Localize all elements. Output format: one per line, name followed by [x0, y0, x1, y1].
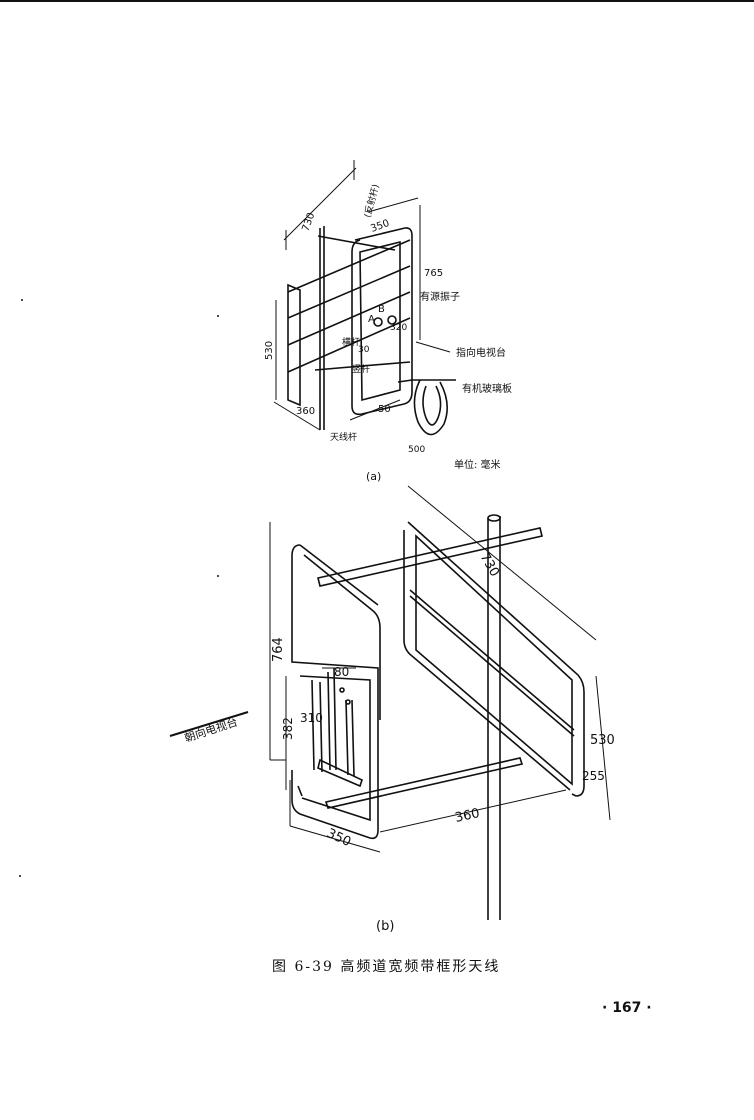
figure-a-balun-label: 指向电视台 — [456, 346, 506, 359]
figure-b-caption-label: (b) — [376, 919, 394, 934]
figure-a-dim-530: 530 — [264, 341, 275, 360]
figure-a-dim-320: 320 — [390, 323, 407, 333]
figure-b-top-boom — [317, 527, 543, 587]
figure-a-dim-500: 500 — [408, 445, 425, 455]
figure-a-cross-rod-label: 横杆 — [342, 336, 360, 348]
figure-b-bottom-boom — [324, 757, 524, 809]
figure-b-dim-350: 350 — [324, 826, 353, 850]
figure-a-adjuster-label: 有源振子 — [420, 290, 460, 303]
figure-a-terminal-a: A — [368, 314, 375, 325]
figure-b-dim-310: 310 — [300, 711, 323, 725]
figure-b-mast — [487, 516, 501, 920]
top-border-rule — [0, 0, 754, 2]
figure-b-dim-730: 730 — [477, 551, 502, 580]
page-number: · 167 · — [602, 1000, 652, 1016]
figure-caption: 图 6-39 高频道宽频带框形天线 — [272, 959, 501, 975]
figure-a-mast-label: 天线杆 — [330, 431, 357, 443]
figure-b-right-frame — [407, 521, 585, 797]
figure-a-reflector-rod-label: (反射杆) — [361, 183, 381, 219]
figure-b-drawing — [169, 485, 611, 920]
figure-b-dim-382: 382 — [281, 717, 295, 740]
figure-b-dim-530: 530 — [590, 733, 615, 748]
figure-a-unit-label: 单位: 毫米 — [454, 458, 501, 471]
figure-b-dim-360: 360 — [454, 806, 481, 826]
figure-b-dim-80: 80 — [334, 665, 349, 679]
figure-a-caption-label: (a) — [366, 470, 381, 483]
figure-a-terminal-b: B — [378, 304, 385, 315]
figure-a-dim-360: 360 — [296, 406, 315, 417]
figure-a-dim-765: 765 — [424, 268, 443, 279]
figure-b-dim-764: 764 — [271, 637, 286, 662]
figure-a-dim-30: 30 — [358, 345, 370, 355]
figure-a-balun-detail — [397, 379, 456, 436]
figure-b-left-frame — [291, 544, 379, 840]
figure-b-dim-255: 255 — [582, 769, 605, 783]
figure-a-board-label: 有机玻璃板 — [462, 382, 512, 395]
figure-a-active-frame — [351, 227, 413, 416]
figure-a-dim-730: 730 — [300, 211, 317, 233]
figure-b-direction-label: 朝向电视台 — [183, 715, 240, 745]
figure-a-vertical-rod-label: 竖杆 — [352, 363, 370, 375]
figure-a-drawing — [273, 160, 456, 436]
scan-speck — [217, 315, 219, 317]
figure-a-dim-50: 50 — [378, 404, 391, 415]
